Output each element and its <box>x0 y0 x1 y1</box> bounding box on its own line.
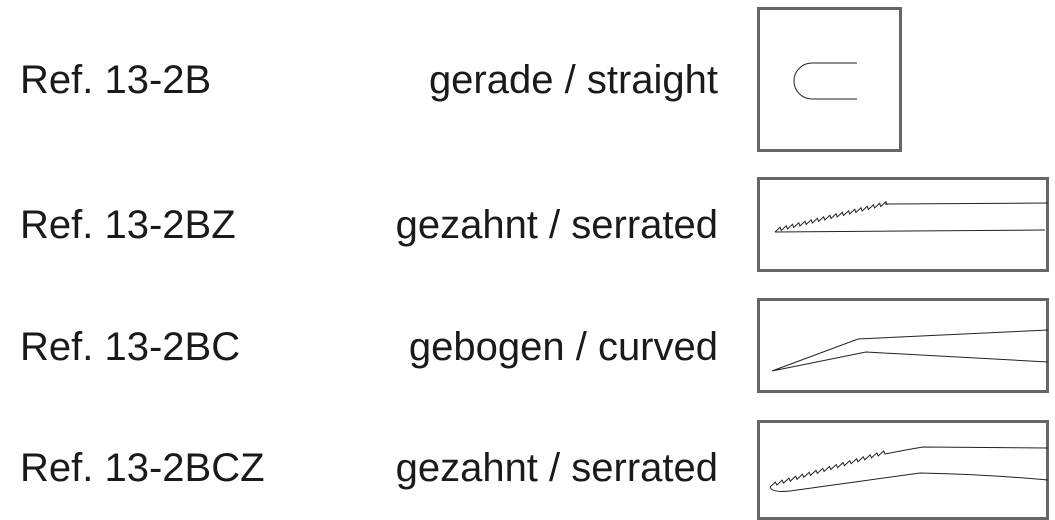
ref-number: Ref. 13-2BC <box>20 325 241 369</box>
ref-number: Ref. 13-2B <box>20 58 212 102</box>
tip-description: gebogen / curved <box>408 325 718 369</box>
tip-description: gerade / straight <box>428 58 718 102</box>
ref-number: Ref. 13-2BCZ <box>20 446 265 490</box>
tip-illustration-serrated <box>757 177 1049 272</box>
tip-illustration-curved-serrated <box>757 420 1049 520</box>
ref-number: Ref. 13-2BZ <box>20 203 236 247</box>
tip-illustration-curved <box>757 298 1049 393</box>
tip-description: gezahnt / serrated <box>395 446 718 490</box>
tip-illustration-straight <box>757 7 902 152</box>
tip-description: gezahnt / serrated <box>395 203 718 247</box>
